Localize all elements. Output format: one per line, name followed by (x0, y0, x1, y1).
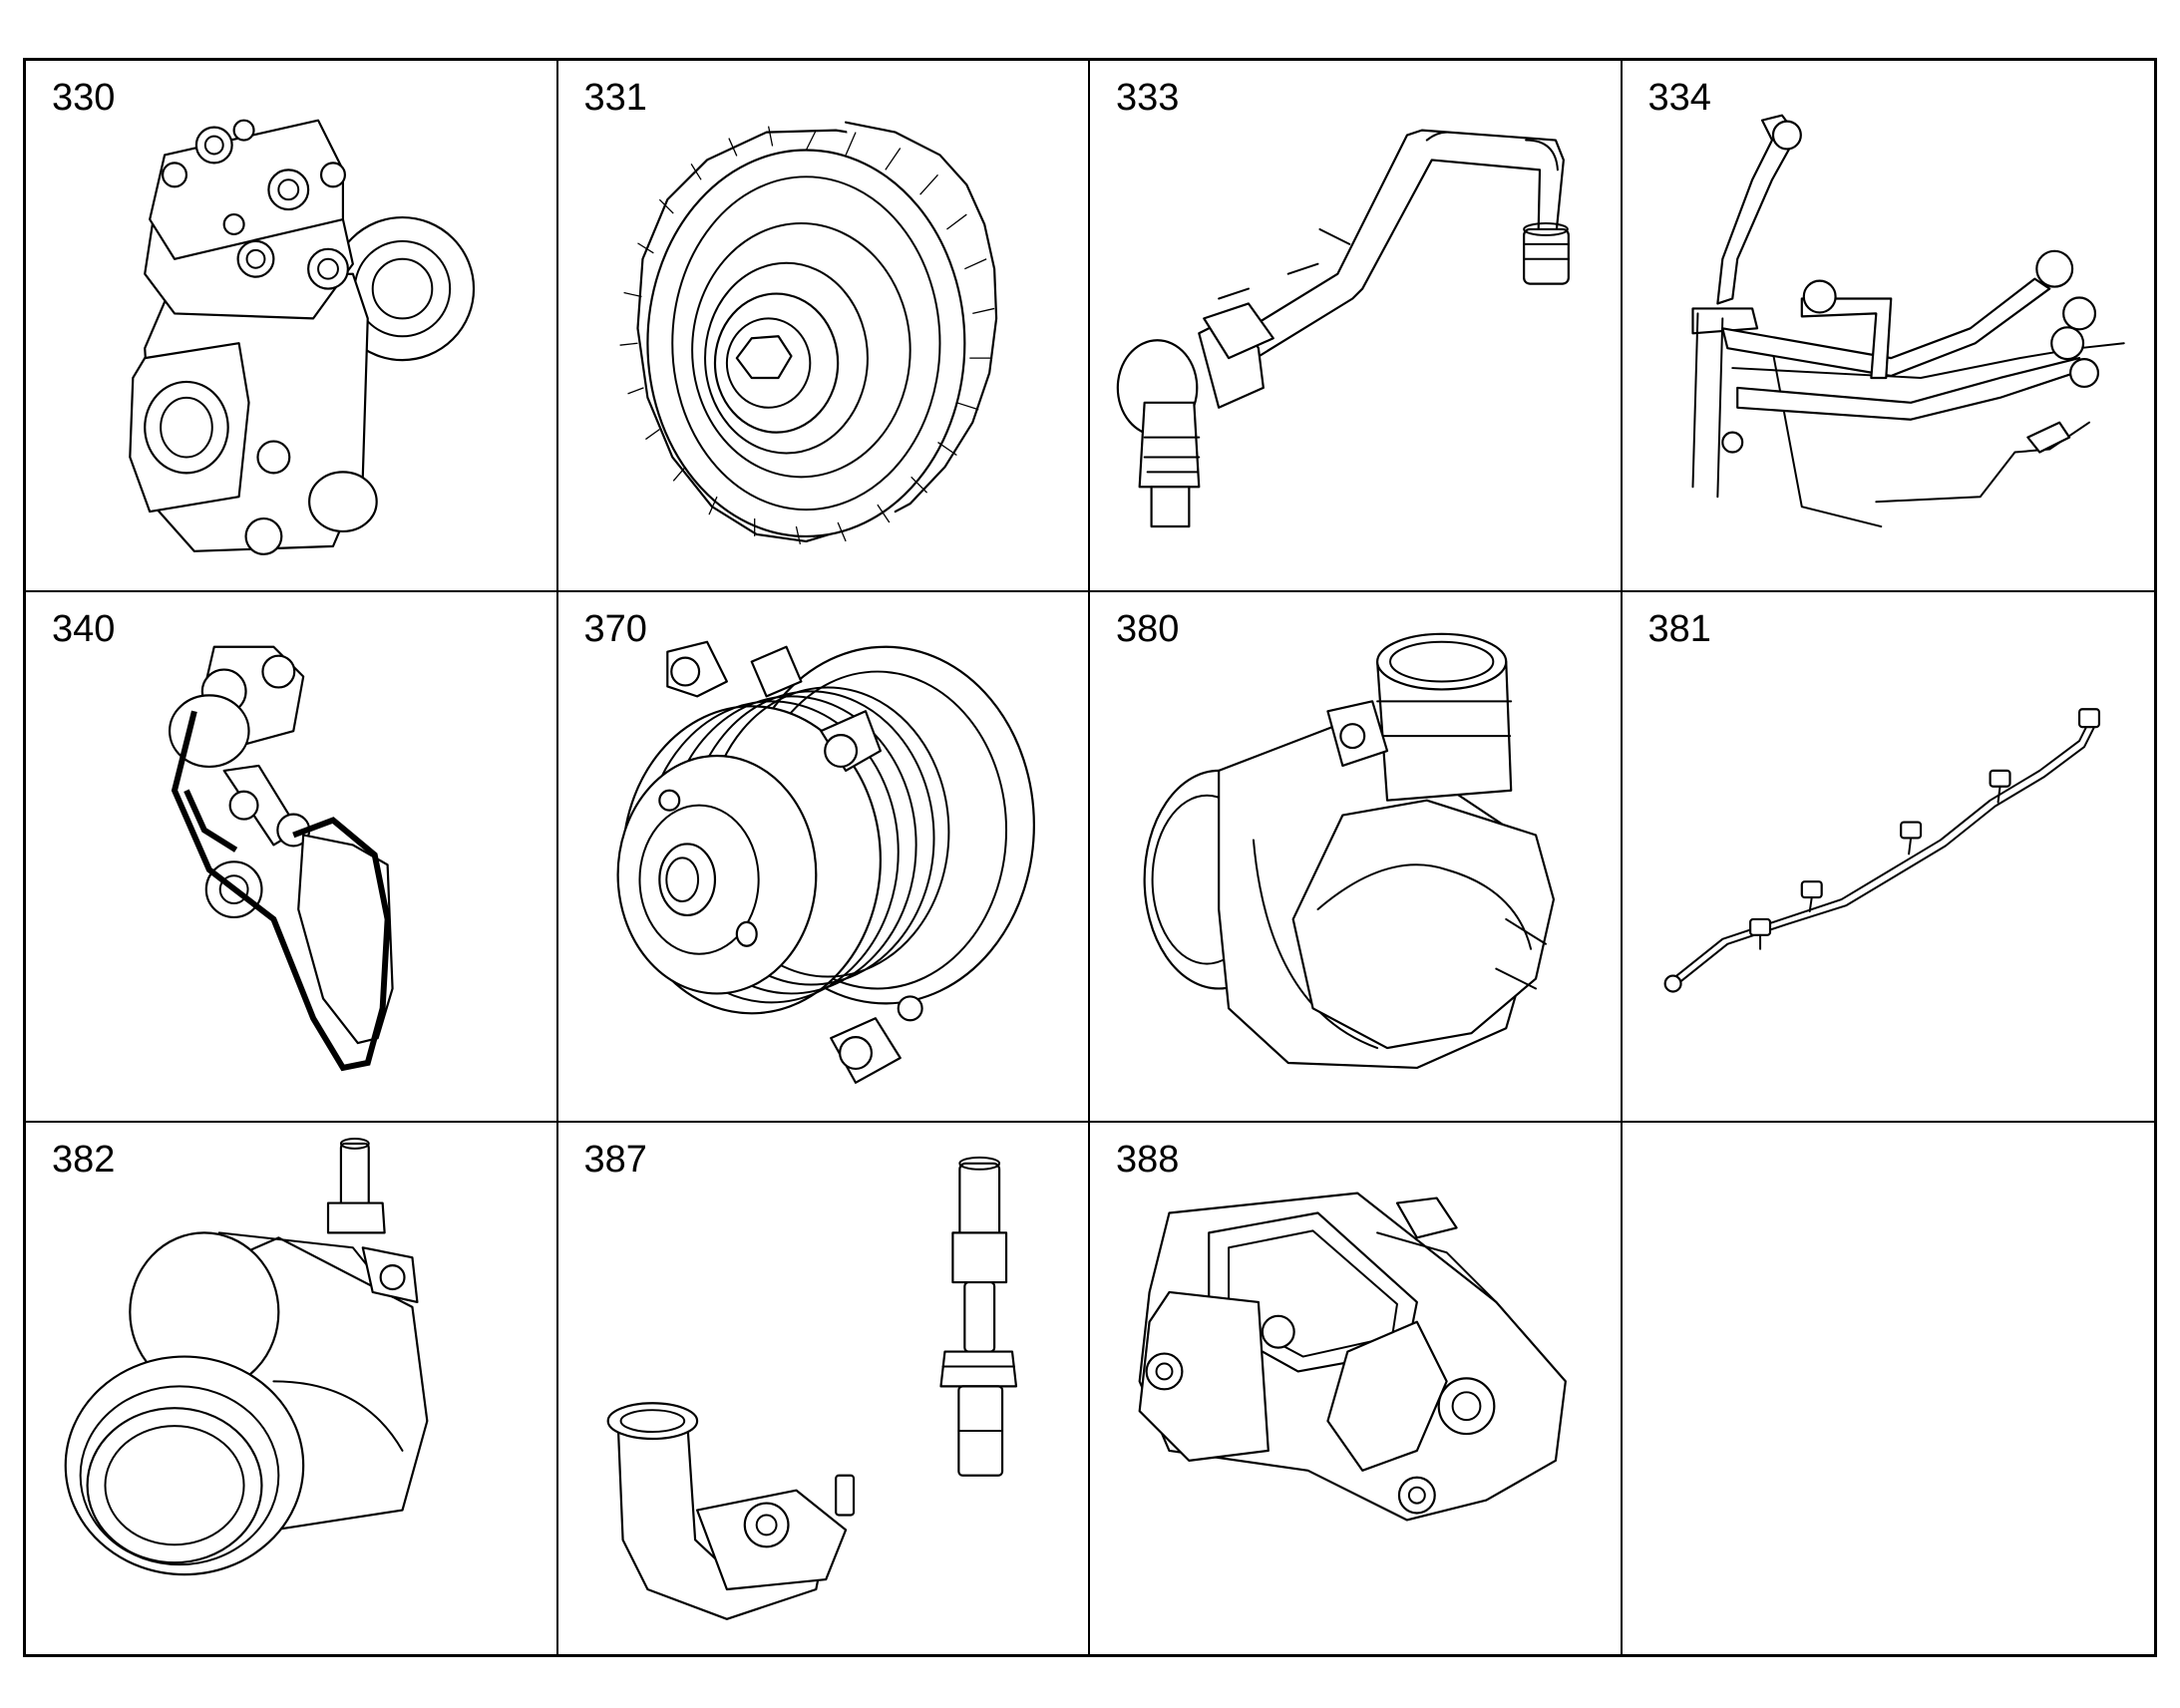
part-cell-330[interactable]: 330 (26, 61, 558, 592)
part-cell-388[interactable]: 388 (1090, 1123, 1623, 1654)
part-cell-331[interactable]: 331 (557, 61, 1090, 592)
part-number: 331 (583, 77, 647, 119)
water-pump-icon (616, 640, 1035, 1084)
part-number: 340 (52, 607, 116, 650)
part-cell-370[interactable]: 370 (557, 591, 1090, 1124)
part-number: 381 (1647, 607, 1711, 650)
part-number: 370 (583, 607, 647, 650)
part-cell-387[interactable]: 387 (557, 1123, 1090, 1654)
part-number: 334 (1647, 77, 1711, 119)
part-number: 387 (583, 1139, 647, 1182)
pipe-with-fittings-icon (1116, 129, 1570, 528)
part-number: 382 (52, 1139, 116, 1182)
hose-connector-icon (64, 1138, 429, 1576)
wiring-harness-icon (1663, 707, 2100, 993)
air-compressor-icon (129, 119, 476, 555)
part-cell-381[interactable]: 381 (1622, 591, 2154, 1124)
thermostat-housing-icon (1143, 632, 1556, 1069)
pipe-and-sensor-icon (606, 1157, 1017, 1621)
part-cell-380[interactable]: 380 (1090, 591, 1623, 1124)
belt-drive-icon (168, 645, 394, 1071)
pipe-assembly-icon (1690, 114, 2125, 528)
empty-cell (1622, 1123, 2154, 1654)
part-number: 388 (1116, 1139, 1180, 1182)
part-number: 333 (1116, 77, 1180, 119)
part-cell-333[interactable]: 333 (1090, 61, 1623, 592)
part-cell-340[interactable]: 340 (26, 591, 558, 1124)
parts-grid: 330 331 (23, 58, 2157, 1657)
part-number: 330 (52, 77, 116, 119)
part-cell-382[interactable]: 382 (26, 1123, 558, 1654)
part-number: 380 (1116, 607, 1180, 650)
housing-cover-icon (1138, 1192, 1567, 1522)
gear-wheel-icon (619, 121, 997, 545)
part-cell-334[interactable]: 334 (1622, 61, 2154, 592)
